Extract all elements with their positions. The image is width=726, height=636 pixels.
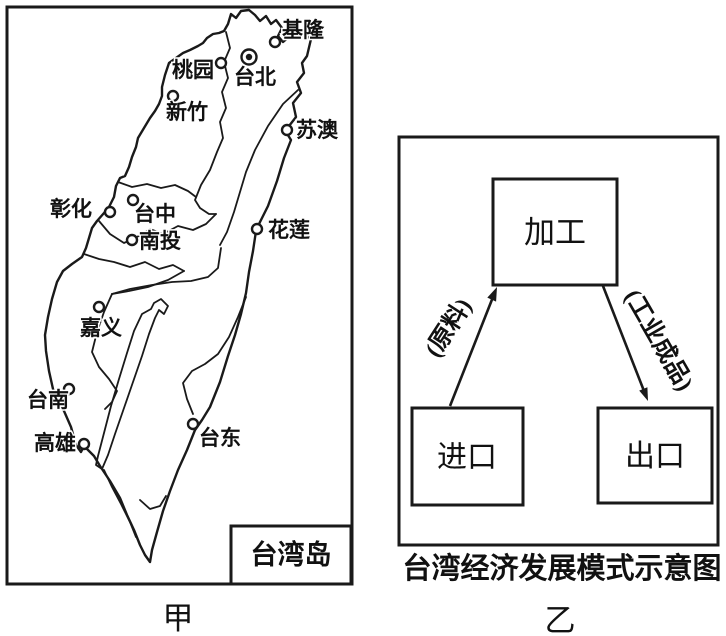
- city-label-xinzhu: 新竹: [166, 100, 208, 124]
- city-label-zhanghua: 彰化: [50, 197, 92, 221]
- map-frame: [5, 5, 354, 586]
- city-dot-jiayi: [92, 300, 106, 314]
- import-to-processing-arrow: [448, 287, 497, 407]
- city-dot-gaoxiong: [77, 437, 91, 451]
- import-box: [410, 406, 525, 507]
- city-label-taoyuan: 桃园: [172, 58, 214, 82]
- city-dot-nantou: [125, 233, 139, 247]
- city-dot-xinzhu: [166, 89, 180, 103]
- map-figure-label: 甲: [163, 601, 194, 636]
- city-label-gaoxiong: 高雄: [34, 431, 76, 455]
- city-dot-jilong: [268, 35, 282, 49]
- city-dot-taidong: [186, 417, 200, 431]
- city-label-taibei: 台北: [234, 65, 276, 89]
- city-dot-zhanghua: [103, 205, 117, 219]
- city-label-nantou: 南投: [139, 229, 181, 253]
- export-box: [596, 406, 714, 505]
- city-dot-taizhong: [126, 193, 140, 207]
- map-inset-box: [229, 524, 353, 586]
- diagram-frame: [397, 135, 720, 547]
- diagram-caption: 台湾经济发展模式示意图: [402, 551, 721, 585]
- capital-marker-taibei: [240, 48, 258, 66]
- map-city-labels: 基隆 台北 桃园 新竹 苏澳 彰化 台中 南投 花莲 嘉义 台南 高雄 台东: [26, 17, 341, 457]
- city-label-jiayi: 嘉义: [80, 316, 122, 340]
- city-label-jilong: 基隆: [282, 18, 325, 42]
- import-label: 进口: [437, 441, 497, 474]
- map-inset-title: 台湾岛: [251, 539, 332, 570]
- processing-label: 加工: [524, 215, 586, 250]
- city-label-tainan: 台南: [27, 388, 69, 412]
- city-label-taidong: 台东: [199, 426, 241, 450]
- city-dot-suao: [280, 123, 294, 137]
- raw-material-arrow-label: (原料): [420, 294, 477, 362]
- industrial-product-arrow-label: (工业成品): [619, 285, 698, 395]
- city-dot-tainan: [62, 382, 76, 396]
- city-dot-taoyuan: [214, 56, 228, 70]
- city-dot-hualian: [250, 222, 264, 236]
- map-internal-lines: [83, 31, 299, 538]
- processing-box: [491, 177, 619, 287]
- taiwan-island-outline: [43, 8, 313, 564]
- export-label: 出口: [625, 440, 685, 473]
- processing-to-export-arrow: [601, 285, 648, 401]
- city-label-suao: 苏澳: [296, 118, 339, 142]
- city-label-taizhong: 台中: [134, 202, 176, 226]
- map-city-markers: [62, 35, 294, 451]
- diagram-figure-label: 乙: [545, 603, 576, 636]
- city-label-hualian: 花莲: [268, 218, 310, 242]
